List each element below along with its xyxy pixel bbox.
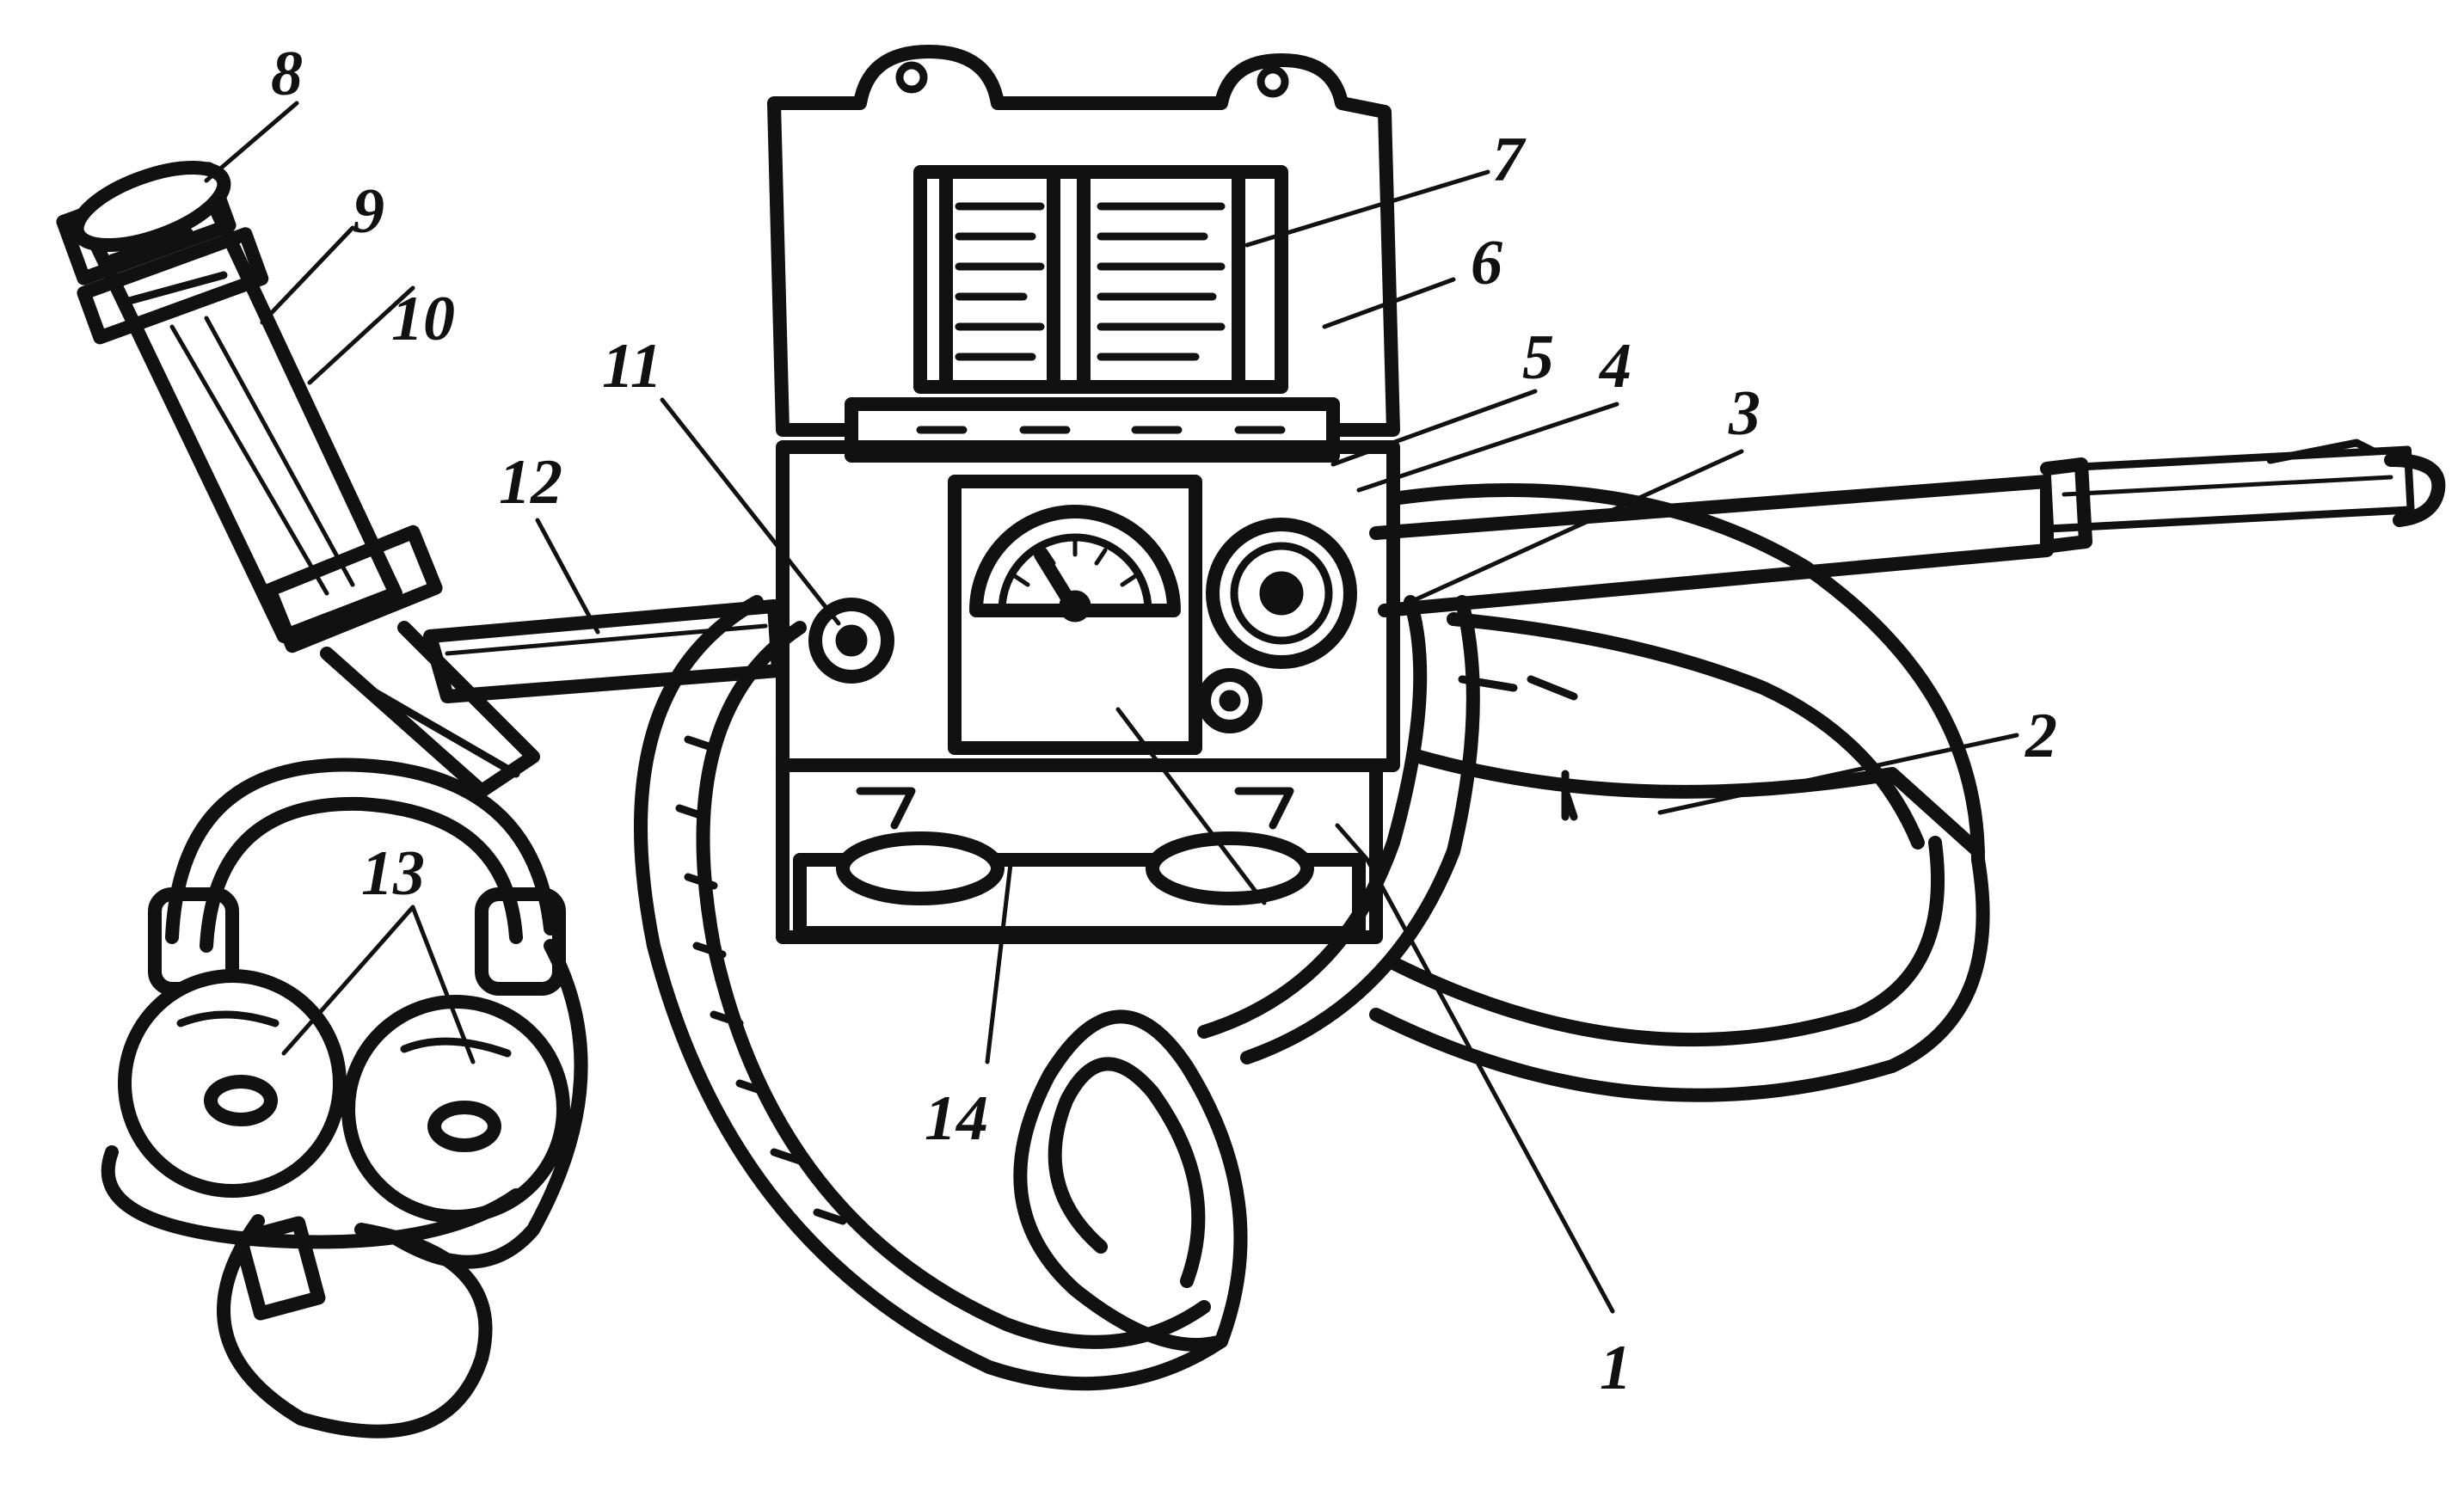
label-2: 2: [2025, 701, 2057, 771]
leader-11: [660, 397, 841, 626]
label-4: 4: [1598, 331, 1631, 402]
leader-12: [535, 518, 600, 635]
carrying-straps: [634, 483, 1990, 1391]
leader-10: [307, 285, 415, 385]
label-7: 7: [1492, 125, 1527, 195]
label-5: 5: [1522, 322, 1554, 393]
leader-7: [1244, 169, 1490, 248]
instruction-text-lines: [955, 202, 1226, 361]
leader-6: [1322, 277, 1456, 329]
leader-lines: [204, 101, 2019, 1314]
search-rod: [1369, 439, 2446, 617]
label-14: 14: [925, 1083, 988, 1154]
leader-8: [204, 101, 299, 183]
telescopic-tube: [56, 160, 540, 798]
leader-13: [281, 905, 476, 1064]
label-12: 12: [499, 447, 562, 518]
instrument-box: [767, 45, 1400, 944]
headphones: [101, 758, 588, 1438]
label-9: 9: [353, 176, 384, 247]
leader-14: [985, 862, 1013, 1064]
leader-4: [1356, 402, 1619, 493]
label-6: 6: [1471, 228, 1502, 298]
part-labels: 1 2 3 4 5 6 7 8 9 10 11 12 13 14: [271, 39, 2057, 1403]
label-8: 8: [271, 39, 303, 109]
leader-3: [1408, 449, 1744, 604]
leader-2: [1657, 733, 2019, 815]
leader-5: [1330, 389, 1538, 467]
label-11: 11: [602, 331, 662, 402]
label-10: 10: [391, 284, 455, 354]
label-1: 1: [1600, 1333, 1631, 1403]
label-3: 3: [1728, 378, 1760, 449]
leader-1b: [1115, 707, 1267, 905]
leader-9: [260, 225, 355, 325]
label-13: 13: [361, 838, 425, 909]
leader-1: [1335, 823, 1615, 1314]
